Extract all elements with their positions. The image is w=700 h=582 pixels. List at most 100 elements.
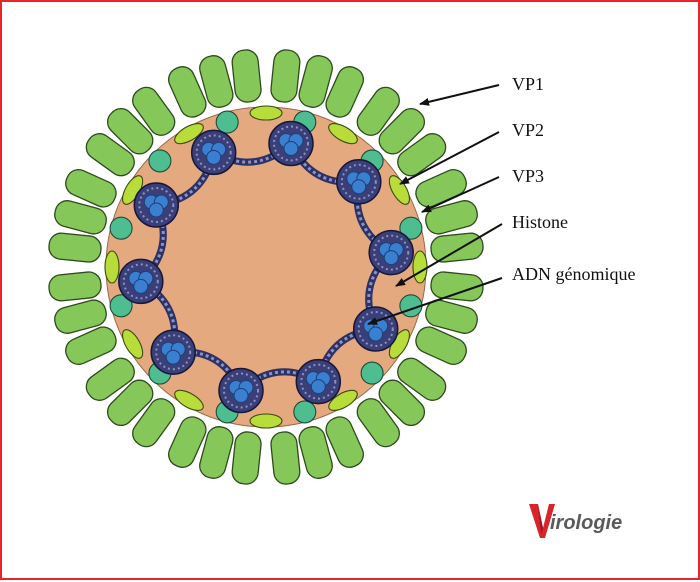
vp1-lobe <box>48 271 102 302</box>
vp1-lobe <box>298 55 333 108</box>
vp1-lobe <box>298 426 333 479</box>
vp1-lobe <box>199 426 234 479</box>
vp3-protein <box>174 123 204 145</box>
vp1-lobe <box>425 200 478 235</box>
vp1-lobe <box>167 66 207 118</box>
histone-nucleosomes <box>118 120 414 414</box>
vp1-lobe <box>85 133 135 177</box>
label-vp1: VP1 <box>512 74 545 94</box>
dna-strand-texture <box>138 142 394 393</box>
vp2-protein <box>109 294 133 318</box>
vp1-lobe <box>270 431 301 485</box>
vp1-capsomer <box>270 416 365 485</box>
vp1-capsomer <box>356 357 447 448</box>
histone-nucleosome <box>368 229 414 276</box>
vp1-lobe <box>132 398 176 448</box>
histone-nucleosome <box>218 367 264 414</box>
vp3-protein <box>328 389 358 411</box>
virologie-logo: irologie <box>528 502 668 542</box>
histone-lobe <box>383 250 399 266</box>
vp2-protein <box>360 361 384 385</box>
histone-nucleosome <box>190 129 237 176</box>
nucleosome-texture <box>155 334 192 371</box>
vp2-protein <box>109 216 133 240</box>
vp1-capsomer <box>167 416 262 485</box>
nucleosome-texture <box>300 363 337 400</box>
vp3-protein <box>412 250 428 284</box>
label-vp2: VP2 <box>512 120 545 140</box>
nucleosome-texture <box>273 125 309 162</box>
label-histone: Histone <box>512 212 568 232</box>
vp3-protein <box>328 123 358 145</box>
vp1-capsomer <box>48 168 117 263</box>
vp3-protein <box>104 250 120 284</box>
vp1-lobe <box>415 326 467 366</box>
vp1-capsomer-ring <box>48 49 484 485</box>
histone-lobe <box>133 278 149 294</box>
vp1-lobe <box>325 66 365 118</box>
vp1-capsomer <box>356 86 447 177</box>
vp1-lobe <box>85 357 135 401</box>
vp1-lobe <box>106 107 154 155</box>
vp1-lobe <box>54 200 107 235</box>
vp1-lobe <box>270 49 301 103</box>
virologie-logo-v-mark <box>529 504 555 538</box>
vp1-lobe <box>54 299 107 334</box>
vp1-capsomer <box>270 49 365 118</box>
vp1-lobe <box>106 379 154 427</box>
vp1-lobe <box>65 168 117 208</box>
vp1-lobe <box>397 357 447 401</box>
histone-lobe <box>283 141 299 156</box>
vp1-lobe <box>167 416 207 468</box>
vp1-lobe <box>132 86 176 136</box>
histone-nucleosome <box>133 182 180 228</box>
nucleosome-texture <box>357 311 394 347</box>
arrow-vp1 <box>419 84 500 106</box>
histone-lobe <box>206 149 222 165</box>
vp1-lobe <box>231 431 262 485</box>
nucleosome-texture <box>195 134 232 171</box>
vp3-protein <box>174 389 204 411</box>
vp1-capsomer <box>85 357 176 448</box>
vp1-lobe <box>356 398 400 448</box>
vp1-lobe <box>430 271 484 302</box>
vp1-lobe <box>430 232 484 263</box>
label-vp3: VP3 <box>512 166 545 186</box>
nucleosome-texture <box>138 187 175 223</box>
histone-lobe <box>148 202 164 218</box>
vp3-protein <box>388 175 410 205</box>
histone-nucleosome <box>118 258 164 305</box>
histone-lobe <box>233 388 249 403</box>
vp1-lobe <box>65 326 117 366</box>
vp1-lobe <box>378 379 426 427</box>
nucleosome-texture <box>223 372 259 409</box>
vp1-lobe <box>425 299 478 334</box>
vp1-lobe <box>356 86 400 136</box>
vp2-protein <box>399 216 423 240</box>
vp1-lobe <box>199 55 234 108</box>
vp1-lobe <box>48 232 102 263</box>
vp3-protein-ring <box>104 105 428 429</box>
histone-lobe <box>351 179 367 195</box>
vp1-lobe <box>325 416 365 468</box>
histone-lobe <box>165 349 181 365</box>
vp2-protein <box>215 110 239 134</box>
vp3-protein <box>122 329 144 359</box>
vp1-lobe <box>378 107 426 155</box>
vp1-lobe <box>231 49 262 103</box>
histone-nucleosome <box>268 120 314 167</box>
label-arrows <box>367 84 503 325</box>
histone-lobe <box>310 379 326 395</box>
arrow-vp2 <box>399 131 500 185</box>
label-adn-genomique: ADN génomique <box>512 264 636 284</box>
virologie-logo-text: irologie <box>550 512 623 534</box>
nucleosome-texture <box>373 234 410 271</box>
vp1-capsomer <box>415 168 484 263</box>
vp1-capsomer <box>415 271 484 366</box>
vp1-capsomer <box>167 49 262 118</box>
vp3-protein <box>249 105 283 121</box>
vp2-protein <box>293 400 317 424</box>
histone-nucleosome <box>336 159 382 205</box>
vp3-protein <box>249 413 283 429</box>
